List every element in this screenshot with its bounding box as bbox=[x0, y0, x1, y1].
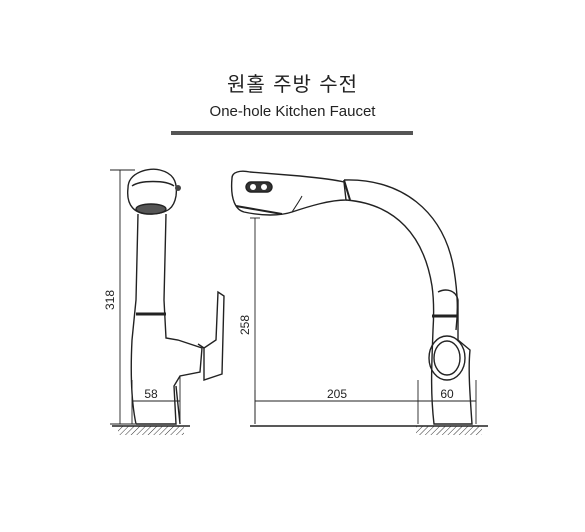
title-underline bbox=[171, 131, 413, 135]
side-spout-head bbox=[230, 170, 351, 216]
front-dimension-lines bbox=[110, 169, 181, 425]
side-ground-hatch bbox=[416, 426, 482, 435]
title-korean: 원홀 주방 수전 bbox=[226, 72, 359, 96]
side-spout-arc bbox=[343, 179, 459, 331]
side-dimension-lines bbox=[250, 217, 477, 424]
side-base-width-label: 60 bbox=[440, 387, 454, 401]
front-handle bbox=[197, 290, 225, 381]
front-body bbox=[130, 213, 203, 425]
front-ground-hatch bbox=[118, 426, 184, 435]
spout-reach-label: 205 bbox=[327, 387, 347, 401]
front-base-width-label: 58 bbox=[144, 387, 158, 401]
front-spray-head bbox=[127, 168, 181, 215]
side-view bbox=[230, 170, 488, 435]
front-view bbox=[112, 168, 225, 435]
front-height-label: 318 bbox=[103, 290, 117, 310]
side-body bbox=[428, 289, 473, 425]
title-english: One-hole Kitchen Faucet bbox=[209, 103, 376, 120]
side-height-label: 258 bbox=[238, 315, 252, 335]
